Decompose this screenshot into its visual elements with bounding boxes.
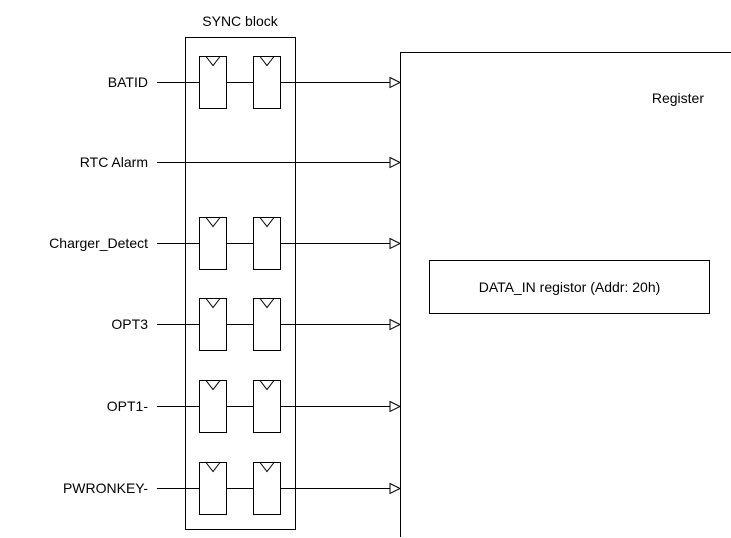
flip-flop-2-opt1 [253, 380, 281, 433]
clock-triangle-icon [205, 56, 221, 67]
data-in-register-box [429, 260, 710, 314]
sync-block-label: SYNC block [202, 13, 278, 29]
clock-triangle-icon [205, 217, 221, 228]
input-port-arrow-icon [389, 400, 402, 413]
clock-triangle-icon [259, 380, 275, 391]
input-port-arrow-icon [389, 237, 402, 250]
clock-triangle-icon [205, 298, 221, 309]
clock-triangle-icon [205, 462, 221, 473]
flip-flop-1-pwronkey [199, 462, 227, 515]
data-in-register-label: DATA_IN registor (Addr: 20h) [479, 279, 661, 295]
flip-flop-2-charger-detect [253, 217, 281, 270]
signal-label-charger-detect: Charger_Detect [49, 235, 148, 251]
flip-flop-1-charger-detect [199, 217, 227, 270]
clock-triangle-icon [259, 462, 275, 473]
signal-label-opt3: OPT3 [111, 316, 148, 332]
sync-block-outline [185, 37, 296, 530]
register-label: Register [652, 90, 704, 106]
input-port-arrow-icon [389, 156, 402, 169]
signal-label-rtc-alarm: RTC Alarm [80, 154, 148, 170]
flip-flop-2-batid [253, 56, 281, 109]
flip-flop-1-opt3 [199, 298, 227, 351]
register-outline [400, 52, 731, 537]
signal-label-pwronkey: PWRONKEY- [63, 480, 148, 496]
signal-label-opt1: OPT1- [107, 398, 149, 414]
input-port-arrow-icon [389, 318, 402, 331]
signal-label-batid: BATID [108, 74, 148, 90]
clock-triangle-icon [259, 298, 275, 309]
clock-triangle-icon [259, 217, 275, 228]
flip-flop-2-opt3 [253, 298, 281, 351]
input-port-arrow-icon [389, 76, 402, 89]
flip-flop-2-pwronkey [253, 462, 281, 515]
flip-flop-1-opt1 [199, 380, 227, 433]
clock-triangle-icon [205, 380, 221, 391]
input-port-arrow-icon [389, 482, 402, 495]
clock-triangle-icon [259, 56, 275, 67]
flip-flop-1-batid [199, 56, 227, 109]
